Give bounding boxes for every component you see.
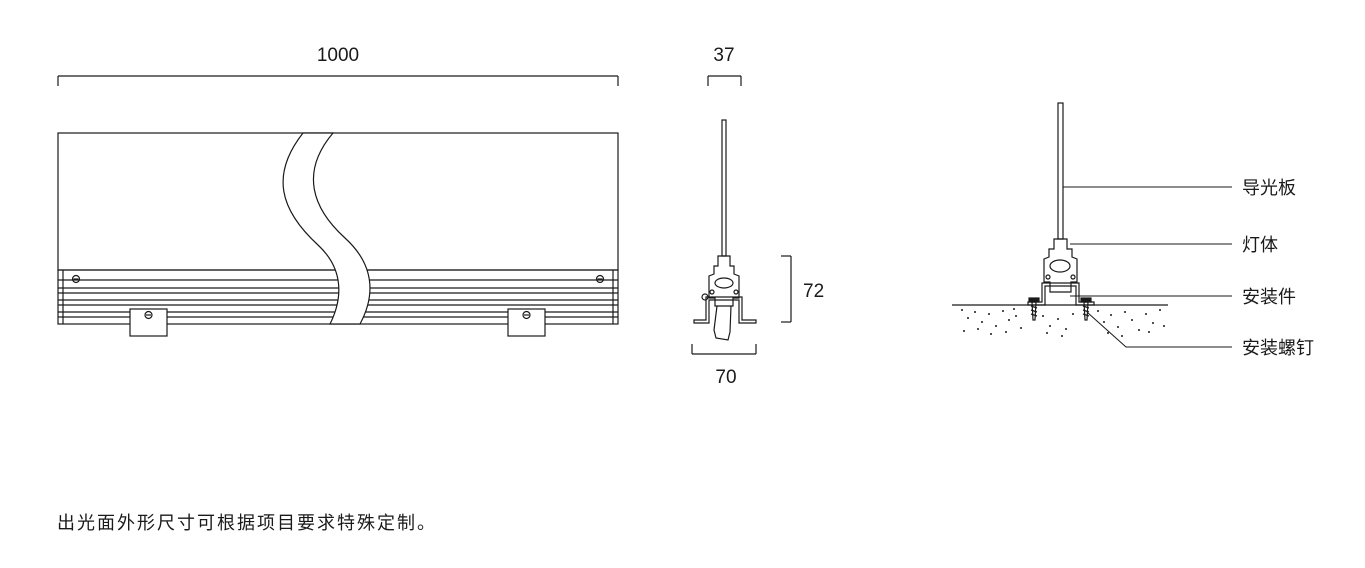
label-lamp-body: 灯体 — [1242, 235, 1278, 255]
ground-texture — [961, 308, 1165, 337]
front-mounting-bracket — [507, 308, 546, 337]
label-mounting-part: 安装件 — [1242, 287, 1296, 307]
install-mounting-bracket — [1027, 282, 1095, 306]
side-height-dimension — [781, 255, 792, 323]
front-length-dimension — [57, 75, 619, 86]
side-mounting-bracket — [693, 296, 757, 324]
installation-view — [952, 102, 1232, 348]
side-top-width-dimension — [707, 75, 742, 86]
front-length-label: 1000 — [317, 45, 359, 66]
side-light-guide-plate — [721, 119, 727, 257]
mounting-screw-icon — [1028, 297, 1040, 321]
leader-lines — [1063, 186, 1232, 348]
side-top-width-label: 37 — [713, 45, 734, 66]
side-lamp-body — [708, 255, 740, 307]
side-cable — [713, 305, 732, 341]
install-light-guide-plate — [1057, 102, 1064, 240]
end-screw-icon — [71, 274, 81, 284]
front-mounting-bracket — [129, 308, 168, 337]
side-lamp-lens — [714, 277, 734, 289]
front-view — [57, 75, 619, 337]
end-screw-icon — [595, 274, 605, 284]
side-view — [691, 75, 792, 355]
label-light-guide-plate: 导光板 — [1242, 178, 1296, 198]
install-lamp-lens — [1049, 259, 1071, 273]
mounting-screw-icon — [1080, 297, 1092, 321]
label-mounting-screw: 安装螺钉 — [1242, 338, 1314, 358]
break-mark — [282, 132, 371, 325]
side-height-label: 72 — [803, 281, 824, 302]
side-base-width-dimension — [691, 344, 757, 355]
customization-note: 出光面外形尺寸可根据项目要求特殊定制。 — [57, 513, 437, 534]
side-base-width-label: 70 — [715, 367, 736, 388]
install-lamp-body — [1043, 238, 1078, 293]
